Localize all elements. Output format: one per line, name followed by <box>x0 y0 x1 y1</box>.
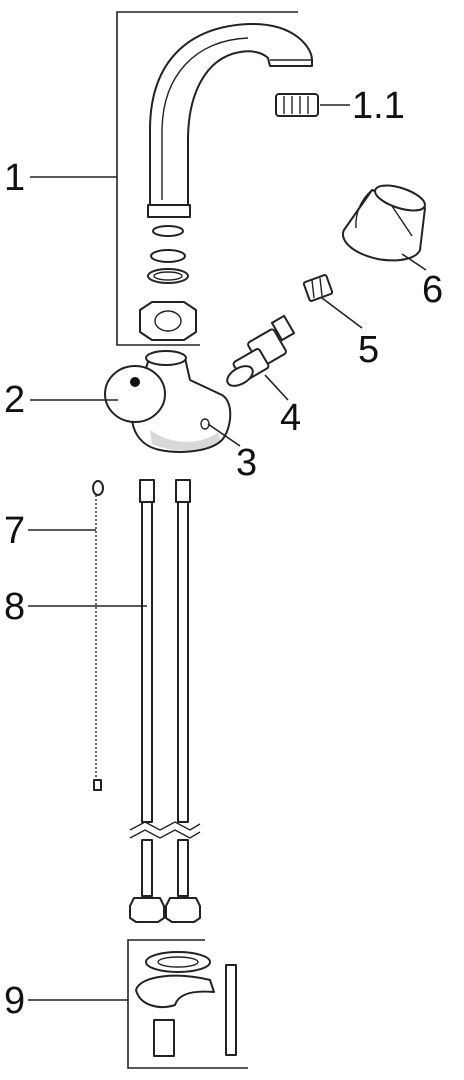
handle <box>342 184 427 271</box>
callout-5: 5 <box>358 329 379 371</box>
spout <box>147 22 313 218</box>
callout-9: 9 <box>4 980 25 1022</box>
aerator <box>275 93 350 117</box>
callout-4: 4 <box>280 397 301 439</box>
cartridge <box>226 314 296 401</box>
chain <box>28 480 104 791</box>
callout-3: 3 <box>236 442 257 484</box>
o-rings <box>147 225 189 284</box>
mixer-body <box>104 350 232 453</box>
callout-2: 2 <box>4 379 25 421</box>
hoses <box>28 479 201 923</box>
group-1-bracket <box>30 11 298 346</box>
callout-6: 6 <box>422 269 443 311</box>
fixing-set <box>28 939 248 1069</box>
callout-8: 8 <box>4 586 25 628</box>
hex-nut <box>139 301 197 341</box>
spindle <box>302 274 363 329</box>
callout-1-1: 1.1 <box>352 85 405 127</box>
callout-7: 7 <box>4 510 25 552</box>
callout-1: 1 <box>4 157 25 199</box>
